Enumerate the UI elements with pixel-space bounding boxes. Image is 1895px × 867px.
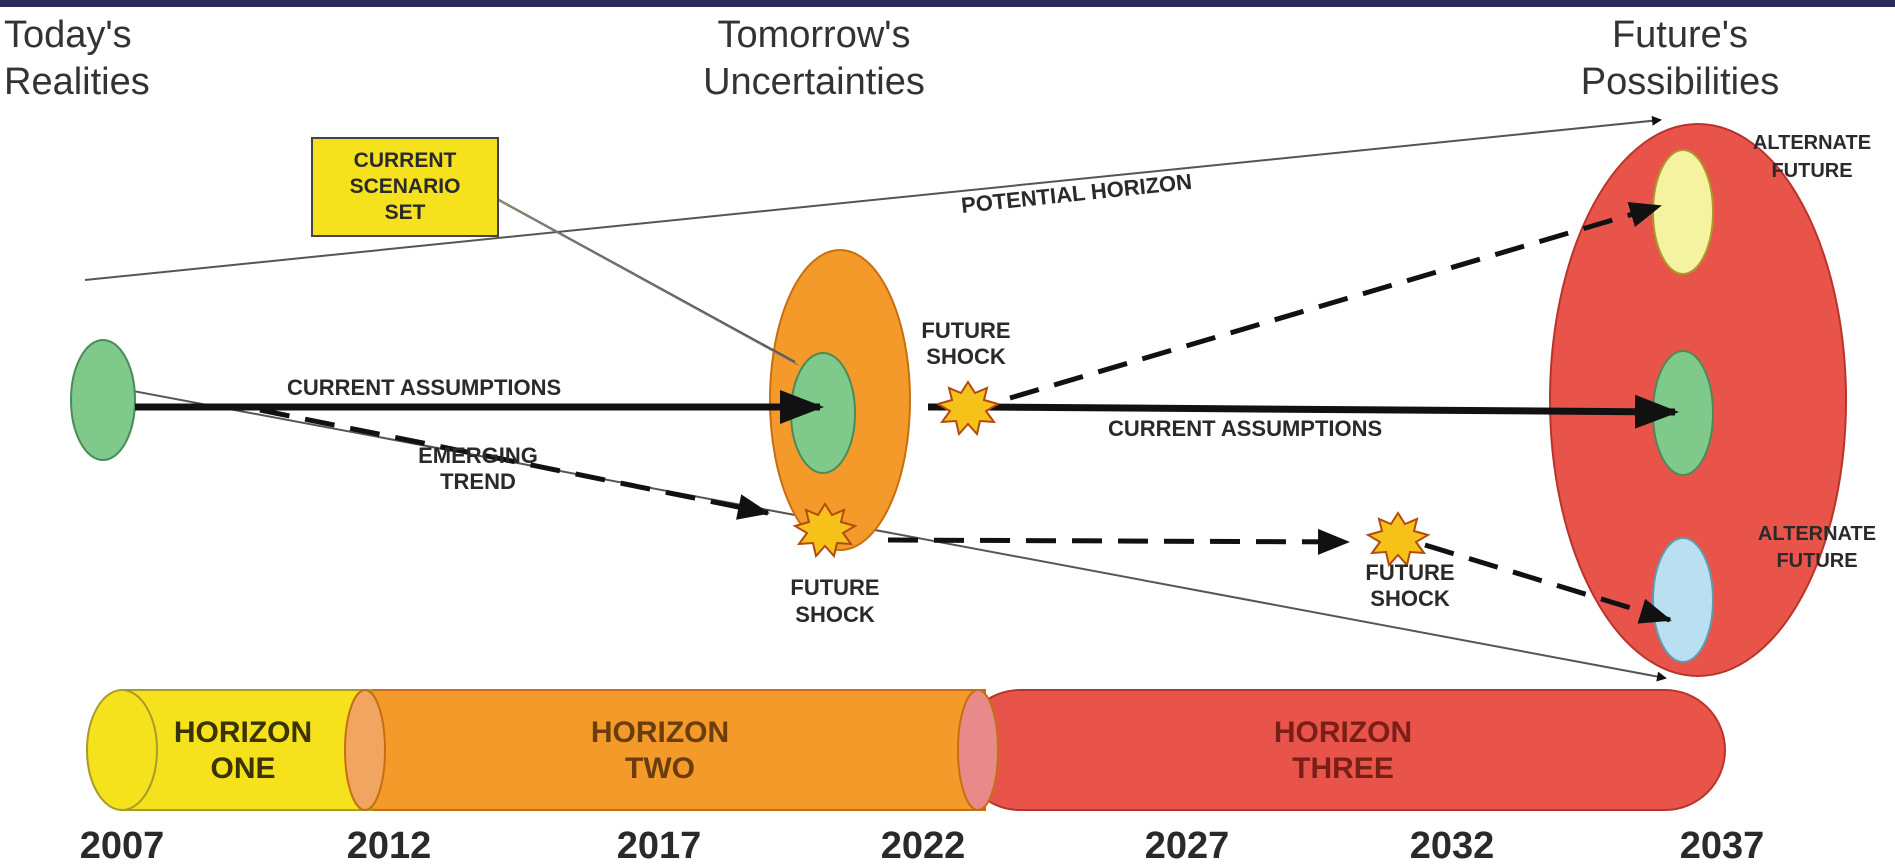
emerging-trend-label: EMERGING [418, 443, 538, 468]
horizon-one-label: ONE [210, 752, 275, 785]
horizon-start-cap [86, 689, 158, 811]
alternate-future-top-oval [1652, 149, 1714, 275]
future-shock-burst-right [1365, 511, 1431, 568]
callout-line: CURRENT [354, 149, 457, 172]
current-scenario-oval [790, 352, 856, 474]
future-shock-label-top: FUTURE [921, 318, 1010, 343]
emerging-trend-label: TREND [440, 469, 516, 494]
year-label: 2012 [347, 825, 432, 867]
heading-tomorrows-uncertainties: Tomorrow's Uncertainties [654, 12, 974, 106]
year-label: 2022 [881, 825, 966, 867]
alternate-future-label-top: FUTURE [1771, 160, 1852, 182]
current-assumptions-label-right: CURRENT ASSUMPTIONS [1108, 416, 1382, 441]
future-shock-burst-top [935, 380, 1001, 437]
emerging-trend-arrow [259, 407, 770, 520]
year-label: 2007 [80, 825, 165, 867]
heading-line: Realities [4, 61, 150, 103]
today-oval [70, 339, 136, 461]
current-assumptions-arrow-right [984, 394, 1679, 429]
future-shock-label-right: FUTURE [1365, 560, 1454, 585]
future-shock-arrow [887, 528, 1350, 555]
current-assumptions-label-left: CURRENT ASSUMPTIONS [287, 375, 561, 400]
potential-horizon-label: POTENTIAL HORIZON [960, 169, 1193, 218]
future-shock-label-top: SHOCK [926, 344, 1006, 369]
horizon-two-cap [957, 689, 999, 811]
year-label: 2017 [617, 825, 702, 867]
horizon-one-label: HORIZON [174, 716, 312, 749]
alternate-bottom-arrow [1424, 542, 1672, 624]
heading-line: Uncertainties [703, 61, 925, 103]
horizon-three-label: THREE [1292, 752, 1394, 785]
future-shock-label-bottom: FUTURE [790, 575, 879, 600]
horizon-three-segment [959, 689, 1726, 811]
future-shock-label-right: SHOCK [1370, 586, 1450, 611]
horizon-three-label: HORIZON [1274, 716, 1412, 749]
horizon-two-label: HORIZON [591, 716, 729, 749]
alternate-top-arrow [1009, 202, 1662, 401]
heading-line: Possibilities [1580, 61, 1780, 103]
year-label: 2027 [1145, 825, 1230, 867]
alternate-future-label-bottom: FUTURE [1776, 550, 1857, 572]
top-bar [0, 0, 1895, 7]
horizon-one-cap [344, 689, 386, 811]
callout-line: SET [385, 201, 426, 224]
heading-futures-possibilities: Future's Possibilities [1530, 12, 1830, 106]
horizon-two-segment [354, 689, 986, 811]
alternate-future-label-bottom: ALTERNATE [1758, 523, 1876, 545]
future-shock-label-bottom: SHOCK [795, 602, 875, 627]
horizon-two-label: TWO [625, 752, 695, 785]
heading-line: Future's [1611, 14, 1749, 56]
alternate-future-bottom-oval [1652, 537, 1714, 663]
current-scenario-set-box [311, 137, 499, 237]
year-label: 2032 [1410, 825, 1495, 867]
future-shock-burst-middle [792, 502, 858, 559]
cone-top-line [84, 115, 1662, 281]
year-label: 2037 [1680, 825, 1765, 867]
horizon-one-segment [121, 689, 373, 811]
heading-todays-realities: Today's Realities [4, 12, 209, 106]
alternate-future-label-top: ALTERNATE [1753, 132, 1871, 154]
heading-line: Tomorrow's [717, 14, 911, 56]
callout-line: SCENARIO [350, 175, 461, 198]
heading-line: Today's [4, 14, 132, 56]
